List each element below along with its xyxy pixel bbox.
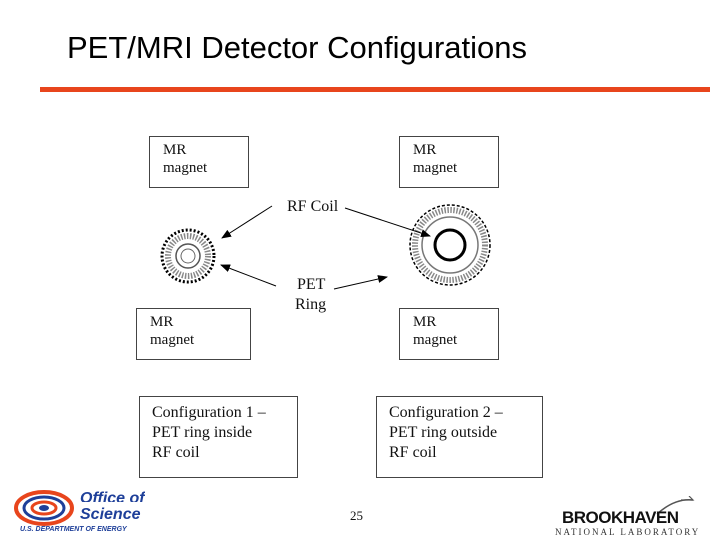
configuration-2-line: PET ring outside <box>389 424 498 441</box>
doe-office-text: Office of <box>80 490 145 502</box>
pet-ring-label-line1: PET <box>297 276 326 293</box>
configuration-1-title: Configuration 1 – <box>152 404 266 421</box>
config2-rings <box>409 204 491 286</box>
page-number: 25 <box>350 508 363 523</box>
configuration-2-title: Configuration 2 – <box>389 404 503 421</box>
mr-magnet-label: MR <box>413 314 437 330</box>
config1-rings <box>160 228 216 284</box>
doe-swirl-icon <box>14 490 74 526</box>
brookhaven-national-laboratory-logo: BROOKHAVEN NATIONAL LABORATORY <box>555 496 715 540</box>
mr-magnet-label: MR <box>163 142 187 158</box>
mr-magnet-box-bottom-right: MR magnet <box>399 308 499 360</box>
configuration-1-line: RF coil <box>152 444 200 461</box>
configuration-2-box: Configuration 2 – PET ring outside RF co… <box>376 396 543 478</box>
config1-outer-ring <box>160 228 216 284</box>
mr-magnet-label: magnet <box>413 160 458 176</box>
arrow-pet-ring-right <box>333 275 388 290</box>
mr-magnet-label: magnet <box>163 160 208 176</box>
arrow-rf-coil-left <box>221 205 273 239</box>
doe-science-text: Science <box>80 506 141 523</box>
config2-pet-ring-outer <box>412 207 488 283</box>
config2-outer-ring <box>409 204 491 286</box>
slide-title: PET/MRI Detector Configurations <box>67 30 528 65</box>
arrow-rf-coil-right <box>344 207 431 237</box>
config1-rf-coil <box>180 248 196 264</box>
bnl-name-text: BROOKHAVEN <box>562 508 679 527</box>
bnl-swoosh-icon <box>656 496 695 515</box>
config1-inner-ring <box>175 243 201 269</box>
pet-ring-label-line2: Ring <box>295 296 327 313</box>
configuration-1-box: Configuration 1 – PET ring inside RF coi… <box>139 396 298 478</box>
doe-department-text: U.S. DEPARTMENT OF ENERGY <box>20 526 127 533</box>
arrow-pet-ring-left <box>220 264 277 287</box>
bnl-subtitle-text: NATIONAL LABORATORY <box>555 527 701 537</box>
title-underline <box>40 87 710 92</box>
config1-pet-ring <box>165 233 211 279</box>
configuration-1-line: PET ring inside <box>152 424 253 441</box>
config2-rf-coil <box>433 228 467 262</box>
mr-magnet-label: magnet <box>413 332 458 348</box>
mr-magnet-label: magnet <box>150 332 195 348</box>
mr-magnet-label: MR <box>413 142 437 158</box>
mr-magnet-box-top-left: MR magnet <box>149 136 249 188</box>
config2-pet-ring-inner <box>421 216 479 274</box>
doe-office-of-science-logo: Office of Science U.S. DEPARTMENT OF ENE… <box>14 490 164 536</box>
rf-coil-label: RF Coil <box>287 198 339 215</box>
mr-magnet-box-top-right: MR magnet <box>399 136 499 188</box>
configuration-2-line: RF coil <box>389 444 437 461</box>
mr-magnet-label: MR <box>150 314 174 330</box>
mr-magnet-box-bottom-left: MR magnet <box>136 308 251 360</box>
